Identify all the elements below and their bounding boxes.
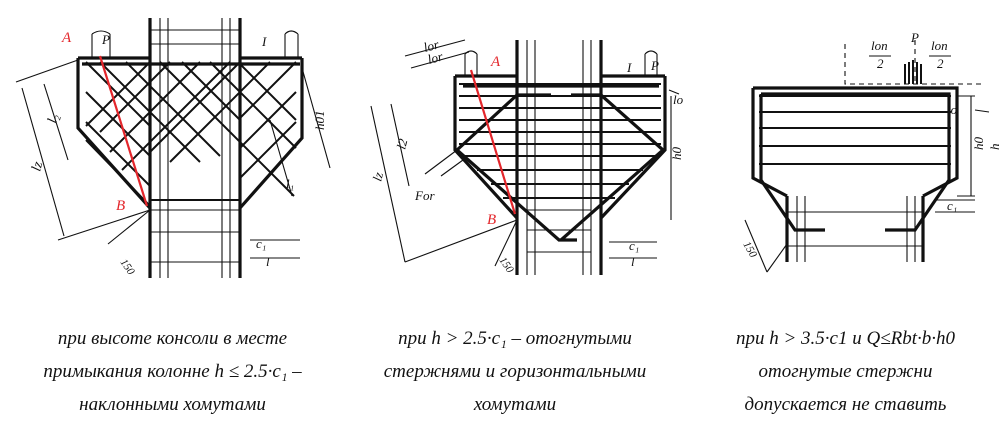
- column-outline: [515, 40, 603, 275]
- label-lo: lo: [947, 102, 958, 117]
- label-l: l: [631, 254, 635, 269]
- panel-no-bent-bars: P lon 2 lon 2 lo h0 h c₁ 150 при h > 3.5…: [685, 0, 1006, 415]
- caption-line: хомутами: [473, 394, 557, 415]
- label-150: 150: [118, 257, 138, 278]
- caption-line: примыкания колонне h ≤ 2.5·c₁ –: [43, 361, 302, 382]
- corbel-outline: [453, 74, 667, 220]
- label-150: 150: [497, 255, 517, 276]
- panel-bent-bars: A B P I lor lor lo l2 h0 lz For c₁ l 150…: [345, 0, 685, 415]
- label-p: P: [101, 32, 110, 47]
- label-c1: c₁: [947, 198, 957, 213]
- diagonal-a-b: [98, 55, 149, 207]
- label-c1: c₁: [256, 236, 266, 251]
- panel-inclined-stirrups: A B P I l₂ lz h01 l₁ c₁ l 150 при высоте…: [0, 0, 345, 415]
- label-lz: lz: [369, 171, 386, 183]
- caption-line: при h > 3.5·c1 и Q≤Rbt·b·h0: [735, 328, 956, 349]
- label-150: 150: [740, 240, 759, 261]
- caption-line: при высоте консоли в месте: [57, 328, 288, 349]
- label-lz: lz: [29, 160, 46, 173]
- column-outline: [785, 196, 925, 262]
- label-l2: l2: [393, 137, 410, 151]
- label-for: For: [414, 188, 435, 203]
- caption-bent-bars: при h > 2.5·c₁ – отогнутыми стержнями и …: [345, 322, 685, 421]
- corbel-outline: [751, 86, 959, 198]
- label-h0: h0: [971, 137, 986, 151]
- label-h01: h01: [312, 111, 327, 131]
- caption-line: стержнями и горизонтальными: [383, 361, 647, 382]
- drawing-bent-bars: A B P I lor lor lo l2 h0 lz For c₁ l 150: [369, 36, 684, 276]
- corbel-outline: [76, 56, 304, 210]
- drawing-inclined-stirrups: A B P I l₂ lz h01 l₁ c₁ l 150: [15, 18, 331, 278]
- caption-line: наклонными хомутами: [79, 394, 266, 415]
- label-lon-right: lon: [931, 38, 948, 53]
- label-lo: lo: [673, 92, 684, 107]
- label-lor1: lor: [422, 36, 441, 55]
- dim-lines: [15, 59, 331, 259]
- caption-no-bent-bars: при h > 3.5·c1 и Q≤Rbt·b·h0 отогнутые ст…: [685, 322, 1006, 421]
- horizontal-stirrups: [459, 83, 661, 199]
- caption-line: отогнутые стержни: [758, 361, 933, 382]
- label-a: A: [61, 30, 72, 46]
- label-l2: l₂: [45, 113, 62, 125]
- caption-inclined-stirrups: при высоте консоли в месте примыкания ко…: [0, 322, 345, 421]
- label-b: B: [116, 198, 125, 214]
- label-two-right: 2: [937, 56, 944, 71]
- label-p: P: [910, 30, 919, 45]
- label-b: B: [487, 212, 496, 228]
- diagonal-a-b: [469, 69, 517, 215]
- label-h: h: [987, 144, 1002, 151]
- bent-bars: [455, 93, 665, 242]
- caption-line: допускается не ставить: [744, 394, 947, 415]
- label-a: A: [490, 54, 501, 70]
- label-i: I: [626, 60, 632, 75]
- dim-lines: [744, 95, 990, 273]
- label-l1: l₁: [286, 176, 294, 191]
- label-lor2: lor: [426, 48, 445, 67]
- label-l: l: [266, 254, 270, 269]
- label-lon-left: lon: [871, 38, 888, 53]
- horizontal-stirrups: [759, 95, 951, 165]
- label-p: P: [650, 58, 659, 73]
- dim-lines: [370, 39, 680, 267]
- drawing-no-bent-bars: P lon 2 lon 2 lo h0 h c₁ 150: [740, 30, 1002, 273]
- label-i: I: [261, 34, 267, 49]
- column-bars: [159, 18, 231, 278]
- inclined-stirrups-left: [85, 61, 221, 207]
- caption-line: при h > 2.5·c₁ – отогнутыми: [398, 328, 632, 349]
- label-c1: c₁: [629, 238, 639, 253]
- label-h0: h0: [669, 147, 684, 161]
- label-two-left: 2: [877, 56, 884, 71]
- column-outline: [148, 18, 242, 278]
- load-pad: [904, 60, 922, 84]
